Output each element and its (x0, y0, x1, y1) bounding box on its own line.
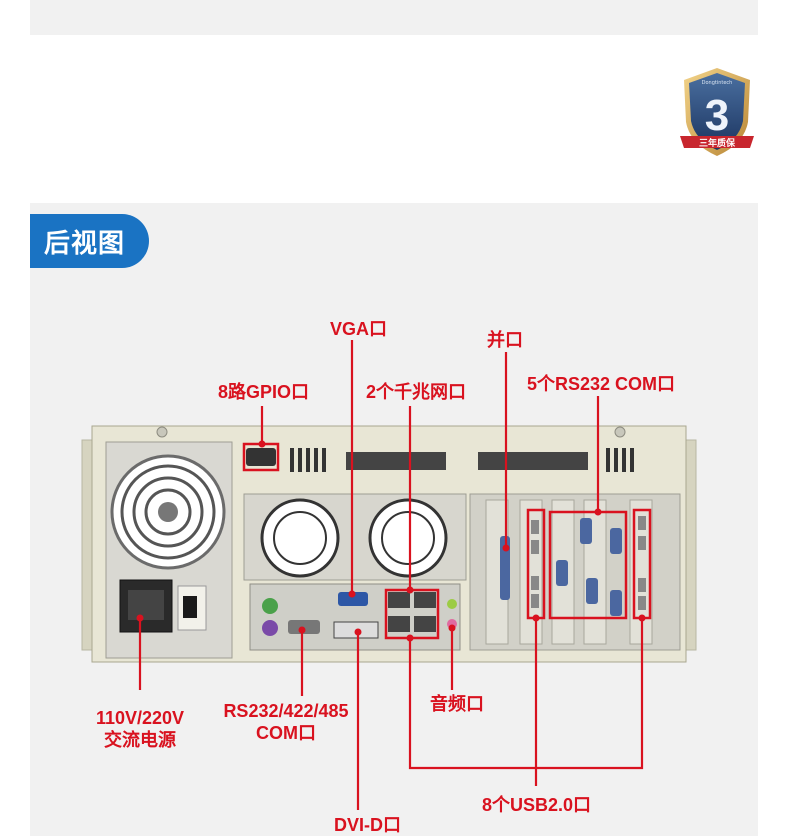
label-power: 110V/220V 交流电源 (80, 707, 200, 751)
section-title-text: 后视图 (44, 227, 126, 258)
label-usb: 8个USB2.0口 (482, 795, 592, 815)
label-vga: VGA口 (330, 319, 388, 339)
label-audio: 音频口 (430, 694, 484, 714)
label-power-line1: 110V/220V (95, 708, 185, 728)
label-lan: 2个千兆网口 (366, 382, 467, 402)
label-power-line2: 交流电源 (104, 730, 176, 750)
label-com-serial: RS232/422/485 COM口 (212, 700, 360, 744)
badge-number: 3 (705, 91, 729, 140)
top-panel (30, 0, 758, 35)
label-dvi: DVI-D口 (334, 815, 401, 835)
label-com-serial-line2: COM口 (256, 723, 316, 743)
badge-ribbon-text: 三年质保 (699, 137, 736, 149)
label-gpio: 8路GPIO口 (218, 382, 310, 402)
svg-text:Dongtintech: Dongtintech (702, 80, 733, 86)
warranty-badge-icon: Dongtintech 3 三年质保 (680, 68, 754, 156)
label-com-serial-line1: RS232/422/485 (223, 701, 349, 721)
label-com5: 5个RS232 COM口 (527, 374, 676, 394)
label-parallel: 并口 (487, 330, 523, 350)
section-title: 后视图 (30, 214, 149, 268)
